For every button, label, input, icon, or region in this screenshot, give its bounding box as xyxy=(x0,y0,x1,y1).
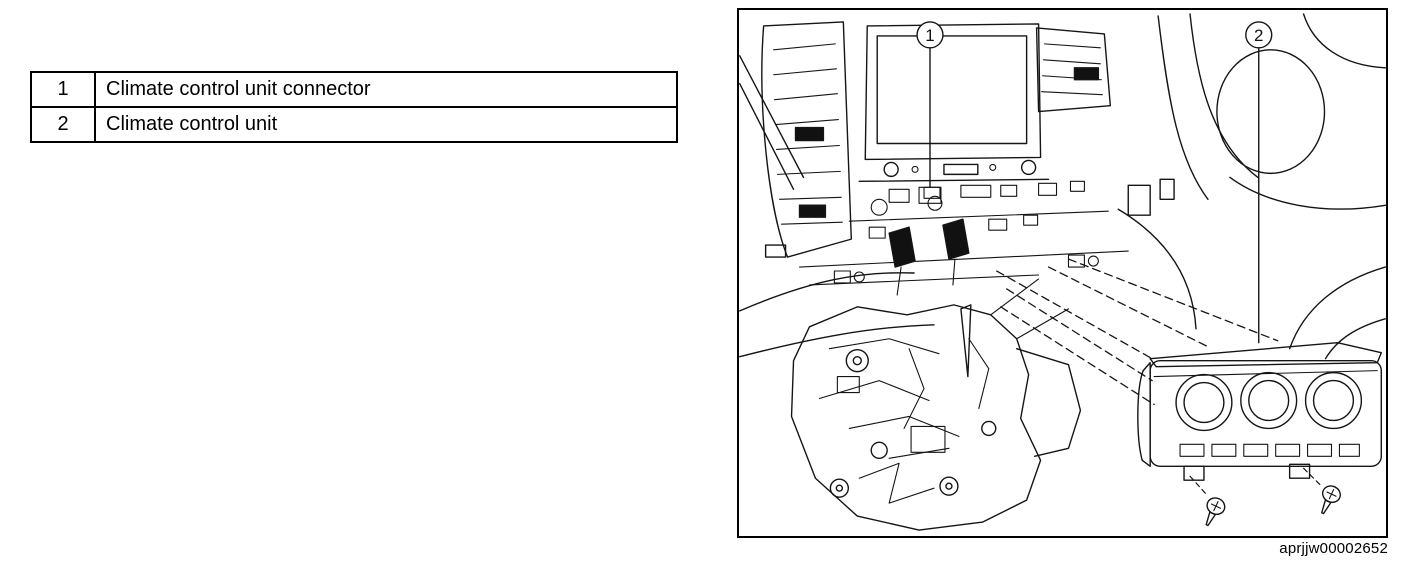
steering-column-lines xyxy=(739,55,935,358)
legend-label-2: Climate control unit xyxy=(94,106,678,143)
legend-row-2: 2 Climate control unit xyxy=(30,106,678,143)
figure-frame: 1 2 xyxy=(737,8,1388,538)
figure-caption: aprjjw00002652 xyxy=(1279,540,1388,557)
legend-num-2: 2 xyxy=(30,106,96,143)
legend-num-1: 1 xyxy=(30,71,96,108)
center-display xyxy=(858,23,1050,183)
right-dash-curves xyxy=(1117,13,1386,360)
climate-control-unit xyxy=(1137,342,1382,481)
callout-1: 1 xyxy=(916,21,944,189)
climate-connectors xyxy=(888,218,970,296)
callout-2-label: 2 xyxy=(1254,26,1263,45)
legend-table: 1 Climate control unit connector 2 Clima… xyxy=(30,71,678,143)
screw-dashed-lines xyxy=(1189,467,1323,497)
callout-2: 2 xyxy=(1245,21,1273,344)
callout-1-label: 1 xyxy=(925,26,934,45)
right-vent xyxy=(1035,27,1112,113)
screw-icon-left xyxy=(1205,497,1226,527)
dash-substructure xyxy=(798,180,1129,286)
dashed-leader-lines xyxy=(996,258,1279,406)
screw-icon-right xyxy=(1321,485,1341,515)
legend-label-1: Climate control unit connector xyxy=(94,71,678,108)
left-vent xyxy=(761,21,853,258)
dashboard-illustration: 1 2 xyxy=(739,13,1386,531)
hvac-bracket-assembly xyxy=(790,278,1082,531)
legend-row-1: 1 Climate control unit connector xyxy=(30,71,678,108)
